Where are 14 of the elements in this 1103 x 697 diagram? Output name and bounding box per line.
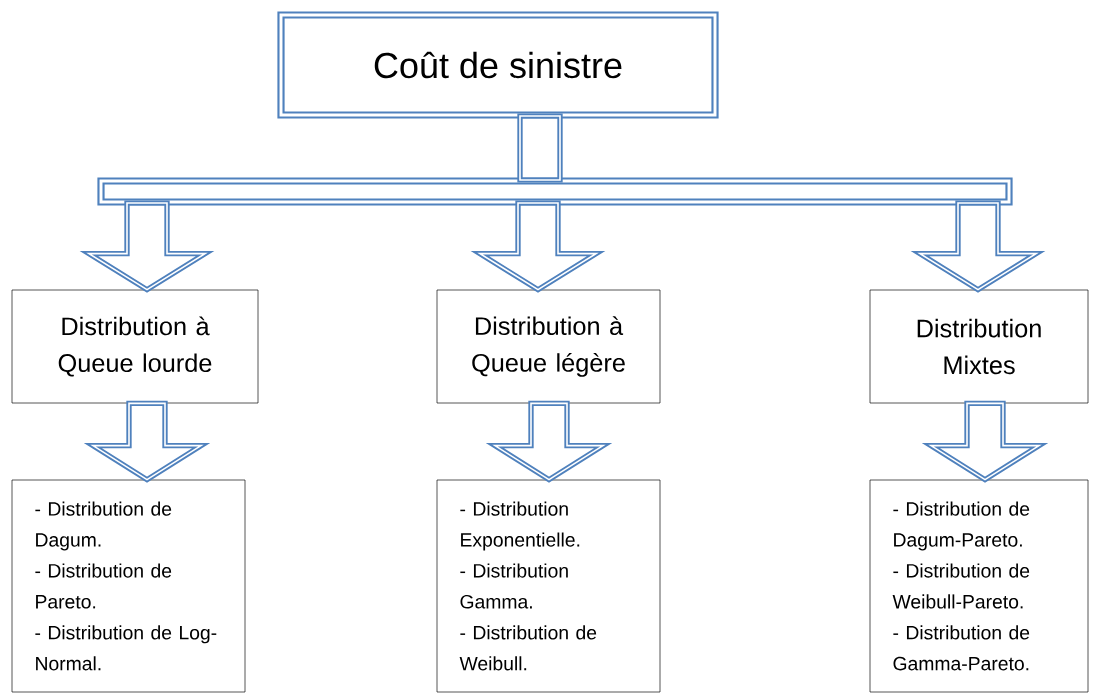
category-box: Distribution Mixtes: [869, 289, 1089, 404]
block-arrow: [470, 200, 606, 293]
block-arrow: [910, 200, 1046, 293]
block-arrow: [485, 400, 613, 483]
list-box: - Distribution Exponentielle. - Distribution Gamma. - Distribution de Weibull.: [436, 479, 661, 693]
block-arrow: [83, 400, 211, 483]
list-box: - Distribution de Dagum. - Distribution de Pareto. - Distribution de Log-Normal.: [11, 479, 246, 693]
title-box: Coût de sinistre: [277, 11, 719, 119]
block-arrow: [517, 113, 563, 183]
category-box: Distribution à Queue lourde: [11, 289, 259, 404]
category-box: Distribution à Queue légère: [436, 289, 661, 404]
block-arrow: [921, 400, 1049, 483]
block-arrow: [79, 200, 215, 293]
list-box: - Distribution de Dagum-Pareto. - Distribution de Weibull-Pareto. - Distribution de Gamma-Pareto.: [869, 479, 1089, 693]
